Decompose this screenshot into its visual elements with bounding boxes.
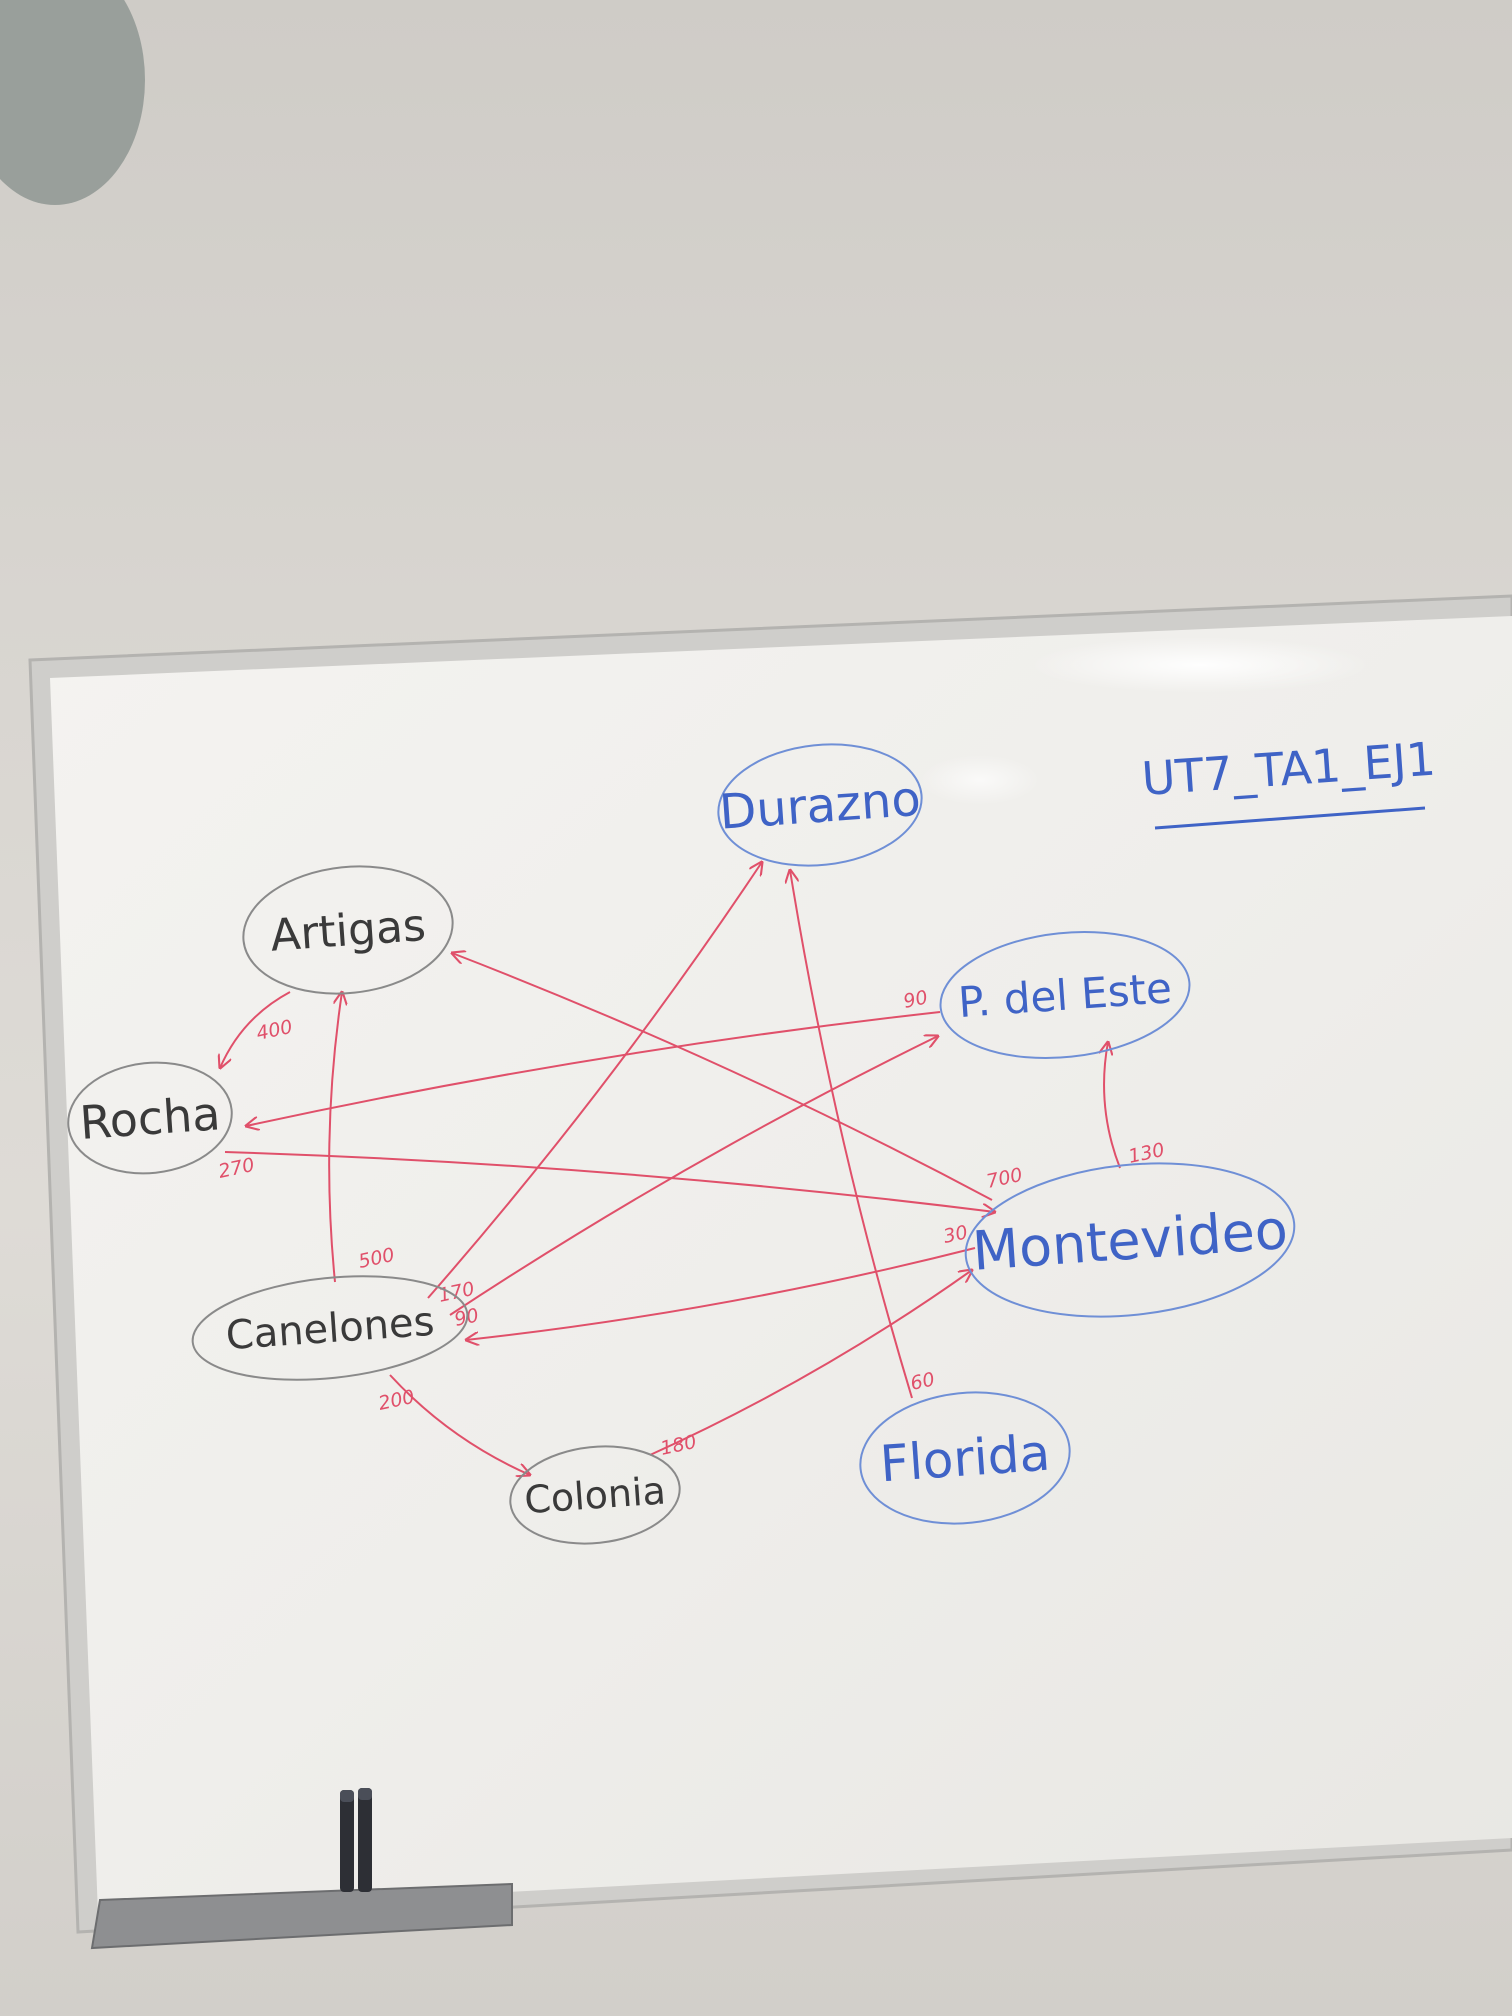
node-label: Rocha xyxy=(78,1086,222,1150)
node-colonia: Colonia xyxy=(509,1445,681,1545)
light-glare-small xyxy=(920,755,1040,805)
node-ellipse xyxy=(717,743,923,867)
edge-montevideo-to-artigas xyxy=(452,953,993,1201)
marker-cap xyxy=(358,1788,372,1800)
markers xyxy=(340,1788,372,1892)
edge-p_del_este-to-rocha xyxy=(246,1011,941,1126)
marker-pen xyxy=(340,1790,354,1892)
node-ellipse xyxy=(939,930,1191,1060)
edge-canelones-to-p_del_este xyxy=(449,1036,938,1316)
node-rocha: Rocha xyxy=(67,1061,233,1175)
wall-fixture xyxy=(0,0,145,205)
node-ellipse xyxy=(191,1275,469,1381)
node-ellipse xyxy=(67,1061,233,1175)
node-label: Florida xyxy=(878,1424,1052,1494)
node-ellipse xyxy=(509,1445,681,1545)
edge-weight-label: 60 xyxy=(908,1368,936,1395)
node-label: Colonia xyxy=(523,1468,667,1522)
marker-tray xyxy=(90,1882,513,1950)
edge-montevideo-to-canelones xyxy=(466,1247,976,1340)
node-ellipse xyxy=(242,865,454,995)
marker-cap xyxy=(340,1790,354,1802)
edge-montevideo-to-p_del_este xyxy=(1104,1042,1121,1169)
title-underline xyxy=(1154,806,1426,830)
node-label: Artigas xyxy=(269,900,428,962)
edge-rocha-to-montevideo xyxy=(224,1151,995,1212)
light-glare xyxy=(1030,637,1370,693)
edge-weight-label: 30 xyxy=(941,1221,969,1248)
edge-florida-to-durazno xyxy=(790,870,913,1399)
edge-canelones-to-artigas xyxy=(328,992,342,1283)
edge-artigas-to-rocha xyxy=(220,991,291,1068)
node-ellipse xyxy=(964,1162,1296,1318)
node-florida: Florida xyxy=(859,1391,1071,1525)
node-ellipse xyxy=(859,1391,1071,1525)
marker-pen xyxy=(358,1788,372,1892)
edge-canelones-to-colonia xyxy=(389,1374,530,1475)
edge-weight-label: 90 xyxy=(901,986,929,1013)
edge-canelones-to-durazno xyxy=(427,862,762,1299)
node-artigas: Artigas xyxy=(242,865,454,995)
edge-colonia-to-montevideo xyxy=(649,1270,972,1456)
